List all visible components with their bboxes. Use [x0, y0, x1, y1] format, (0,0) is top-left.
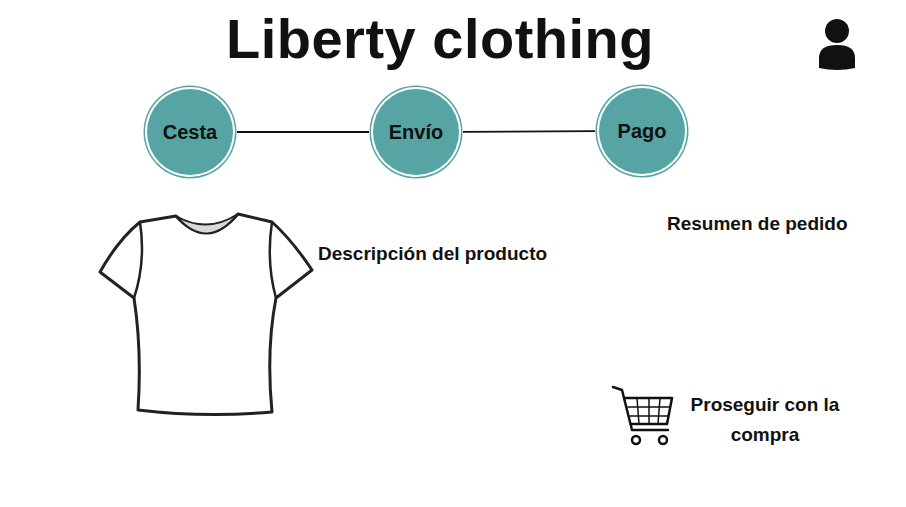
- text-label: Resumen de pedido: [667, 213, 848, 236]
- text-label: Proseguir con la compra: [674, 390, 856, 450]
- t-shirt: [100, 214, 312, 415]
- text-label: Descripción del producto: [318, 243, 547, 266]
- cart-icon: [613, 387, 672, 444]
- step-label: Envío: [389, 121, 443, 144]
- page-title: Liberty clothing: [226, 11, 654, 67]
- step-connector: [463, 130, 595, 132]
- step-circle: Envío: [373, 89, 459, 175]
- step-circle: Pago: [599, 88, 685, 174]
- step-circle: Cesta: [147, 89, 233, 175]
- step-label: Pago: [618, 120, 667, 143]
- step-connector: [237, 131, 369, 133]
- user-icon: [819, 19, 855, 70]
- step-label: Cesta: [163, 121, 217, 144]
